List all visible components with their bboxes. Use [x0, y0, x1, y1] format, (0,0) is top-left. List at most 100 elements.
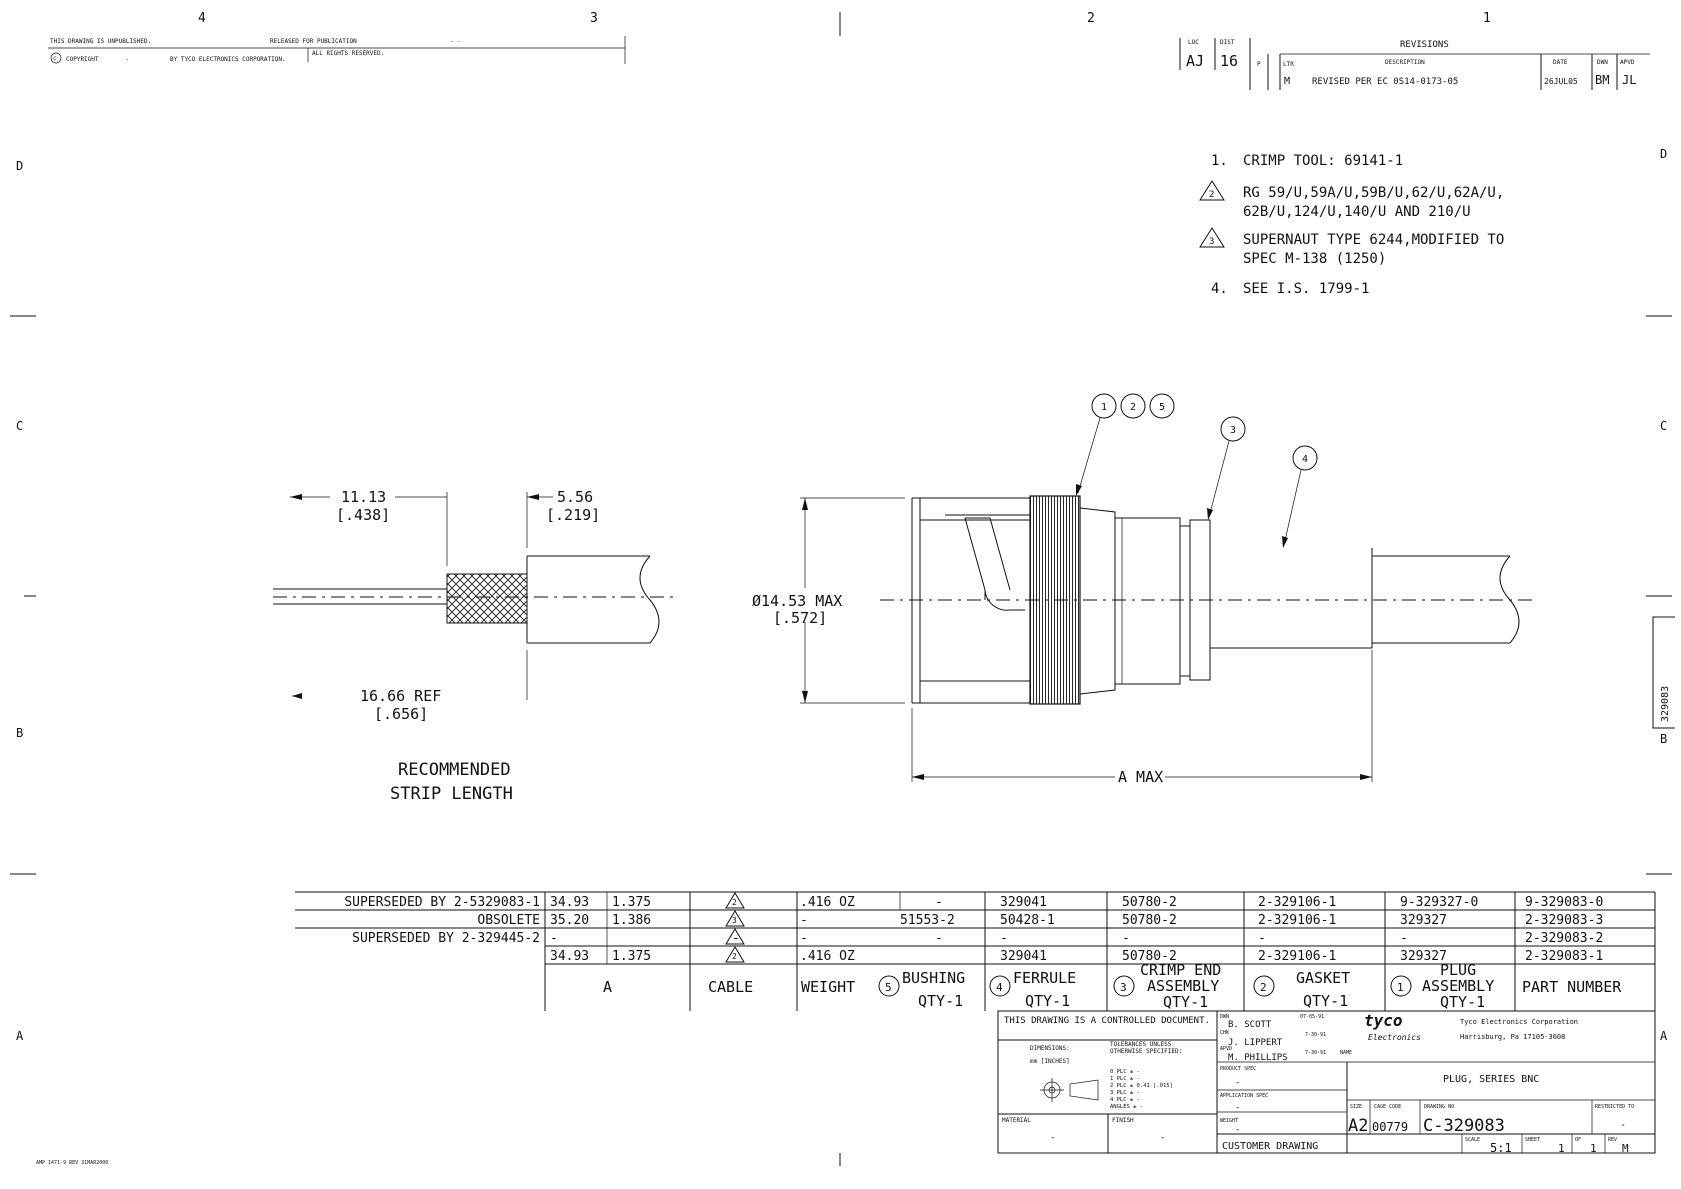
- zone-row-right-b: B: [1660, 732, 1667, 746]
- application-spec-label: APPLICATION SPEC: [1220, 1093, 1268, 1099]
- of-value: 1: [1590, 1142, 1597, 1155]
- strip-caption-1: RECOMMENDED: [398, 760, 511, 780]
- company-name: Tyco Electronics Corporation: [1460, 1018, 1578, 1026]
- product-spec-label: PRODUCT SPEC: [1220, 1066, 1256, 1072]
- tol-4-plc: 4 PLC ± -: [1110, 1097, 1140, 1103]
- header-a: A: [603, 978, 612, 996]
- header-ferrule-num: 4: [996, 981, 1003, 994]
- table-cell: -: [800, 913, 808, 928]
- zone-row-left-b: B: [16, 726, 23, 740]
- balloon-1: 1: [1101, 402, 1107, 413]
- zone-row-left-a: A: [16, 1029, 24, 1043]
- drawing-title: PLUG, SERIES BNC: [1443, 1074, 1539, 1085]
- cage-value: 00779: [1372, 1120, 1408, 1134]
- note-2-marker: 2: [1209, 190, 1214, 200]
- table-cell: 2-329083-1: [1525, 949, 1603, 964]
- table-cell: 2-329106-1: [1258, 895, 1336, 910]
- table-row-status: SUPERSEDED BY 2-5329083-1: [344, 895, 540, 910]
- header-block: THIS DRAWING IS UNPUBLISHED. RELEASED FO…: [48, 36, 626, 64]
- rev-date-label: DATE: [1553, 59, 1568, 66]
- table-cell: .416 OZ: [800, 895, 855, 910]
- zone-col-4: 4: [198, 11, 206, 26]
- cage-label: CAGE CODE: [1374, 1104, 1401, 1110]
- appvd-name: M. PHILLIPS: [1228, 1053, 1288, 1063]
- table-cell: 50780-2: [1122, 895, 1177, 910]
- header-gasket-qty: QTY-1: [1303, 992, 1348, 1010]
- table-cell: 9-329083-0: [1525, 895, 1603, 910]
- plug-assembly-view: Ø14.53 MAX [.572] A MAX 1 2 5 3 4: [752, 393, 1535, 786]
- rev-title: REVISIONS: [1400, 40, 1449, 50]
- table-cell: 2: [732, 898, 737, 907]
- item-balloons: 1 2 5 3 4: [1076, 393, 1318, 548]
- zone-row-right-a: A: [1660, 1029, 1668, 1043]
- table-cell: -: [1258, 931, 1266, 946]
- note-3-flag-icon: [1199, 227, 1225, 248]
- released-value: - -: [450, 38, 461, 45]
- zone-row-ticks: [10, 315, 1672, 875]
- side-tab: 329083: [1652, 616, 1675, 729]
- parts-table-header: A CABLE WEIGHT 5 BUSHING QTY-1 4 FERRULE…: [603, 961, 1622, 1011]
- tolerance-lines: 0 PLC ± - 1 PLC ± - 2 PLC ± 0.41 [.015] …: [1110, 1069, 1173, 1110]
- strip-length-view: 11.13 [.438] 5.56 [.219] 16.66 REF [.656…: [273, 488, 675, 804]
- parts-table-rows: SUPERSEDED BY 2-5329083-1 34.93 1.375 2 .416…: [344, 892, 1603, 964]
- table-cell: -: [732, 931, 740, 946]
- header-plug-qty: QTY-1: [1440, 993, 1485, 1011]
- rights-text: ALL RIGHTS RESERVED.: [312, 50, 384, 57]
- tol-0-plc: 0 PLC ± -: [1110, 1069, 1140, 1075]
- rev-p-label: P: [1257, 61, 1261, 68]
- weight-value: -: [1235, 1125, 1240, 1135]
- header-bushing-num: 5: [885, 981, 892, 994]
- table-cell: 34.93: [550, 949, 589, 964]
- size-value: A2: [1348, 1116, 1368, 1136]
- table-cell: -: [1122, 931, 1130, 946]
- table-cell: 2-329106-1: [1258, 949, 1336, 964]
- zone-column-markers: 4 3 2 1: [198, 11, 1491, 26]
- rev-dwn-value: BM: [1595, 73, 1609, 87]
- strip-dim-a: 11.13: [341, 488, 386, 506]
- balloon-5: 5: [1159, 402, 1165, 413]
- tol-1-plc: 1 PLC ± -: [1110, 1076, 1140, 1082]
- name-label: NAME: [1340, 1050, 1352, 1056]
- note-4-marker: 4.: [1211, 281, 1228, 297]
- table-cell: 329327: [1400, 913, 1447, 928]
- rev-apvd-value: JL: [1622, 73, 1636, 87]
- zone-row-markers-left: D C B A: [16, 159, 24, 1043]
- notes-block: 1. CRIMP TOOL: 69141-1 2 RG 59/U,59A/U,5…: [1199, 153, 1504, 297]
- appvd-date: 7-30-91: [1305, 1050, 1326, 1056]
- side-tab-number: 329083: [1660, 686, 1671, 722]
- rev-dist-value: 16: [1220, 52, 1238, 70]
- table-cell: 1.375: [612, 895, 651, 910]
- zone-col-1: 1: [1483, 11, 1491, 26]
- rev-dwn-label: DWN: [1597, 59, 1608, 66]
- sheet-label: SHEET: [1525, 1137, 1540, 1143]
- tolerances-label-2: OTHERWISE SPECIFIED:: [1110, 1048, 1182, 1055]
- header-plug-2: ASSEMBLY: [1422, 977, 1494, 995]
- header-crimp-num: 3: [1120, 981, 1127, 994]
- note-2-text: RG 59/U,59A/U,59B/U,62/U,62A/U,: [1243, 185, 1504, 201]
- strip-dim-b-in: [.219]: [546, 506, 600, 524]
- table-cell: 1.375: [612, 949, 651, 964]
- header-cable: CABLE: [708, 978, 753, 996]
- header-plug-num: 1: [1397, 981, 1404, 994]
- rev-apvd-label: APVD: [1620, 59, 1635, 66]
- dwn-label: DWN: [1220, 1014, 1229, 1020]
- projection-symbol-icon: [1040, 1078, 1099, 1102]
- table-cell: -: [935, 895, 943, 910]
- rev-label: REV: [1608, 1137, 1617, 1143]
- header-part-number: PART NUMBER: [1522, 978, 1622, 996]
- rev-date-value: 26JUL05: [1544, 77, 1578, 86]
- header-ferrule-qty: QTY-1: [1025, 992, 1070, 1010]
- note-3-text-2: SPEC M-138 (1250): [1243, 251, 1386, 267]
- finish-value: -: [1160, 1133, 1165, 1143]
- header-bushing: BUSHING: [902, 969, 965, 987]
- bayonet-slot: [964, 517, 1011, 591]
- svg-text:c: c: [53, 55, 57, 62]
- table-flag-icon: [725, 946, 745, 963]
- header-ferrule: FERRULE: [1013, 969, 1076, 987]
- controlled-doc: THIS DRAWING IS A CONTROLLED DOCUMENT.: [1004, 1016, 1210, 1026]
- table-cell: 2-329106-1: [1258, 913, 1336, 928]
- rev-value: M: [1622, 1142, 1629, 1155]
- chk-label: CHK: [1220, 1030, 1229, 1036]
- finish-label: FINISH: [1112, 1117, 1134, 1124]
- table-flag-icon: [725, 910, 745, 927]
